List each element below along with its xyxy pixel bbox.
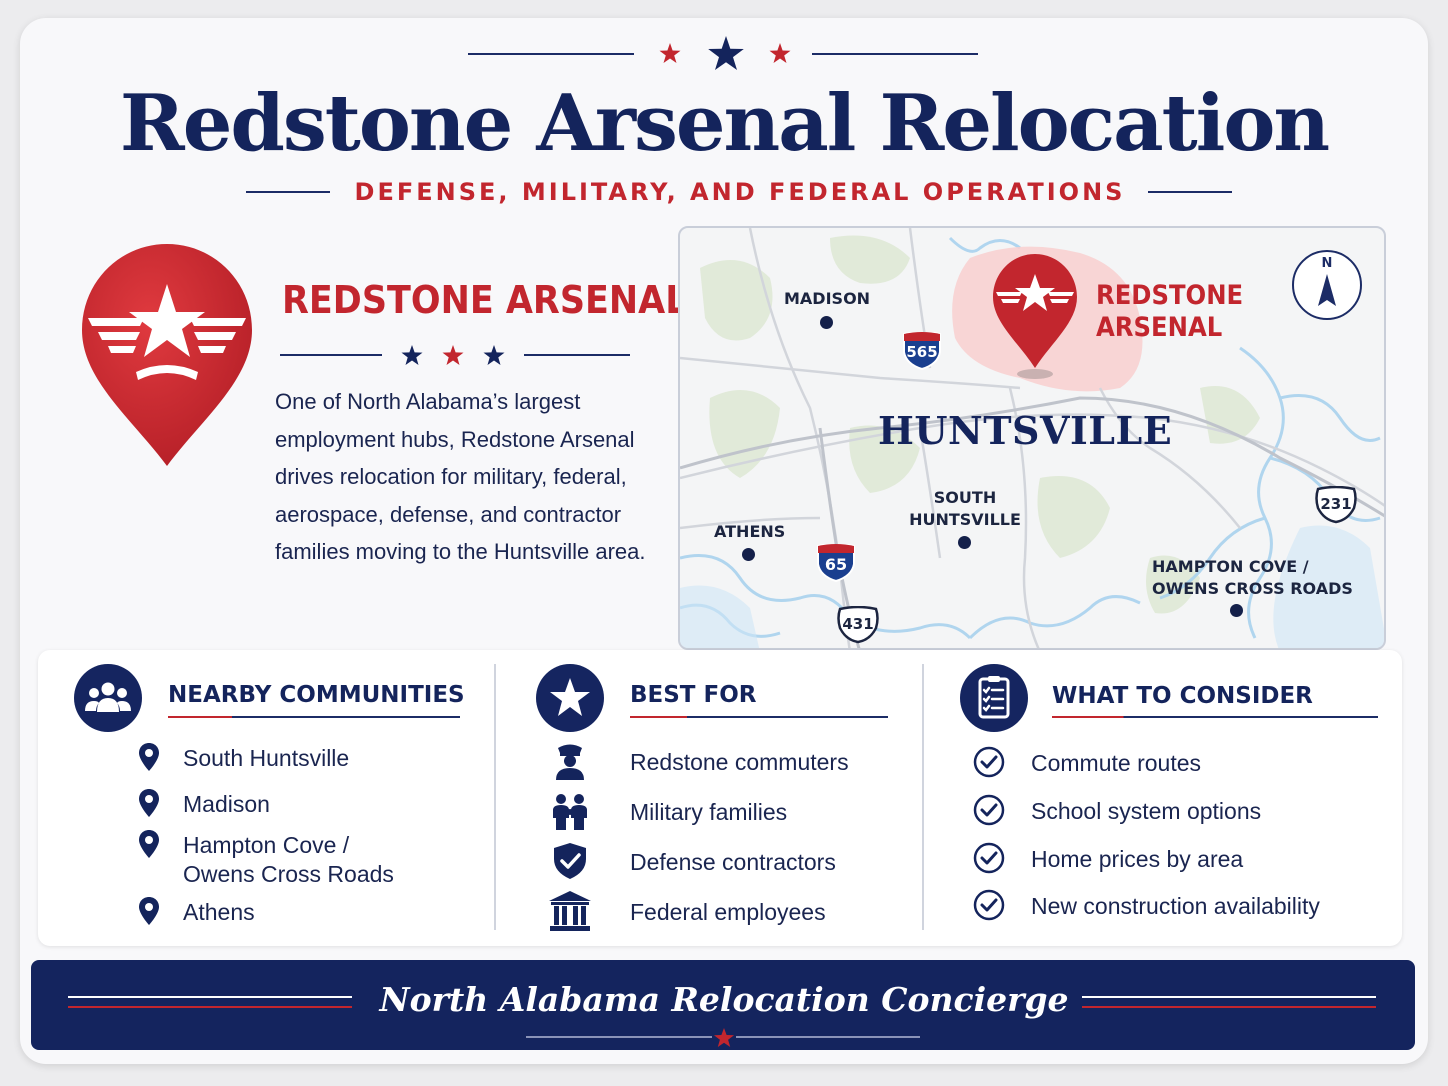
map-arsenal-pin-icon xyxy=(993,254,1077,379)
map-label-madison: MADISON xyxy=(784,289,871,308)
footer-rule-right-white xyxy=(1082,996,1376,998)
nearby-item-2: Madison xyxy=(183,791,270,817)
best-for-heading-icon xyxy=(536,664,604,732)
check-circle-icon xyxy=(973,794,1005,826)
people-icon xyxy=(85,682,131,712)
star-icon xyxy=(550,678,590,716)
us-route-shield-icon xyxy=(1315,486,1357,524)
nearby-heading: NEARBY COMMUNITIES xyxy=(168,682,465,708)
interstate-shield-icon xyxy=(903,332,941,370)
footer-rule-left-white xyxy=(68,996,352,998)
footer-text: North Alabama Relocation Concierge xyxy=(379,980,1069,1019)
map-label-athens: ATHENS xyxy=(714,522,786,541)
page-subtitle: DEFENSE, MILITARY, AND FEDERAL OPERATION… xyxy=(354,178,1126,206)
map-label-hampton-cove: HAMPTON COVE / OWENS CROSS ROADS xyxy=(1152,556,1353,600)
footer-rule-left-red xyxy=(68,1006,352,1008)
nearby-heading-underline xyxy=(168,716,460,718)
panel-divider-1 xyxy=(494,664,496,930)
check-circle-icon xyxy=(973,842,1005,874)
route-231-number: 231 xyxy=(1320,495,1352,513)
nearby-heading-icon xyxy=(74,664,142,732)
footer-bottom-rule-right xyxy=(736,1036,920,1038)
best-for-item-4: Federal employees xyxy=(630,899,826,925)
map-dot-south-huntsville xyxy=(958,536,971,549)
compass-icon: N xyxy=(1290,248,1364,322)
subtitle-rule-left xyxy=(246,191,330,193)
footer-star-icon xyxy=(714,1028,734,1047)
best-for-heading: BEST FOR xyxy=(630,682,757,708)
interstate-shield-icon xyxy=(817,544,855,582)
best-for-item-3: Defense contractors xyxy=(630,849,836,875)
map-label-hampton-line2: OWENS CROSS ROADS xyxy=(1152,579,1353,598)
map-pin-icon xyxy=(139,789,159,817)
us-431-shield: 431 xyxy=(836,606,880,644)
us-231-shield: 231 xyxy=(1314,486,1358,524)
consider-item-2: School system options xyxy=(1031,798,1262,824)
map-label-south-huntsville: SOUTH HUNTSVILLE xyxy=(908,487,1022,531)
clipboard-icon xyxy=(978,676,1010,719)
info-panels xyxy=(38,650,1402,946)
consider-item-1: Commute routes xyxy=(1031,750,1202,776)
route-565-number: 565 xyxy=(906,343,938,361)
compass-ring xyxy=(1292,250,1362,320)
consider-item-3: Home prices by area xyxy=(1031,846,1244,872)
feature-description: One of North Alabama’s largest employmen… xyxy=(275,389,646,564)
map-dot-athens xyxy=(742,548,755,561)
best-for-heading-underline xyxy=(630,716,888,718)
map-pin-icon xyxy=(139,743,159,771)
map-arsenal-label-line1: REDSTONE xyxy=(1096,280,1244,311)
compass-north-letter: N xyxy=(1321,256,1333,271)
officer-icon xyxy=(556,744,584,780)
map-label-south-line2: HUNTSVILLE xyxy=(909,510,1021,529)
federal-building-icon xyxy=(549,891,591,931)
interstate-65-shield: 65 xyxy=(816,544,856,582)
nearby-item-3: Hampton Cove / Owens Cross Roads xyxy=(183,831,394,889)
map-arsenal-label-line2: ARSENAL xyxy=(1096,312,1223,343)
nearby-item-3-line2: Owens Cross Roads xyxy=(183,861,394,887)
map-label-south-line1: SOUTH xyxy=(933,488,997,507)
consider-heading-underline xyxy=(1052,716,1378,718)
family-icon xyxy=(553,794,587,830)
nearby-item-4: Athens xyxy=(183,899,255,925)
header-rule-left xyxy=(468,53,634,55)
consider-heading: WHAT TO CONSIDER xyxy=(1052,683,1313,709)
map-dot-madison xyxy=(820,316,833,329)
nearby-item-3-line1: Hampton Cove / xyxy=(183,832,350,858)
consider-heading-icon xyxy=(960,664,1028,732)
map-dot-hampton-cove xyxy=(1230,604,1243,617)
map-label-hampton-line1: HAMPTON COVE / xyxy=(1152,557,1309,576)
arsenal-pin-icon xyxy=(82,244,252,466)
interstate-565-shield: 565 xyxy=(902,332,942,370)
route-65-number: 65 xyxy=(824,555,848,574)
map-label-huntsville: HUNTSVILLE xyxy=(878,408,1173,453)
page-title: Redstone Arsenal Relocation xyxy=(119,78,1330,169)
subtitle-rule-right xyxy=(1148,191,1232,193)
map-arsenal-label: REDSTONE ARSENAL xyxy=(1096,280,1243,344)
nearby-item-1: South Huntsville xyxy=(183,745,350,771)
shield-check-icon xyxy=(554,843,586,879)
panel-divider-2 xyxy=(922,664,924,930)
footer-bottom-rule-left xyxy=(526,1036,712,1038)
check-circle-icon xyxy=(973,746,1005,778)
footer-rule-right-red xyxy=(1082,1006,1376,1008)
consider-item-4: New construction availability xyxy=(1031,893,1320,919)
header-rule-right xyxy=(812,53,978,55)
best-for-item-1: Redstone commuters xyxy=(630,749,849,775)
best-for-item-2: Military families xyxy=(630,799,788,825)
route-431-number: 431 xyxy=(842,615,874,633)
area-map: REDSTONE ARSENAL MADISON HUNTSVILLE ATHE… xyxy=(678,226,1386,650)
feature-divider-stars xyxy=(280,345,630,365)
check-circle-icon xyxy=(973,889,1005,921)
feature-title: REDSTONE ARSENAL xyxy=(282,278,688,322)
us-route-shield-icon xyxy=(837,606,879,644)
map-pin-icon xyxy=(139,897,159,925)
header-stars-icon xyxy=(659,36,791,70)
map-pin-icon xyxy=(139,830,159,858)
